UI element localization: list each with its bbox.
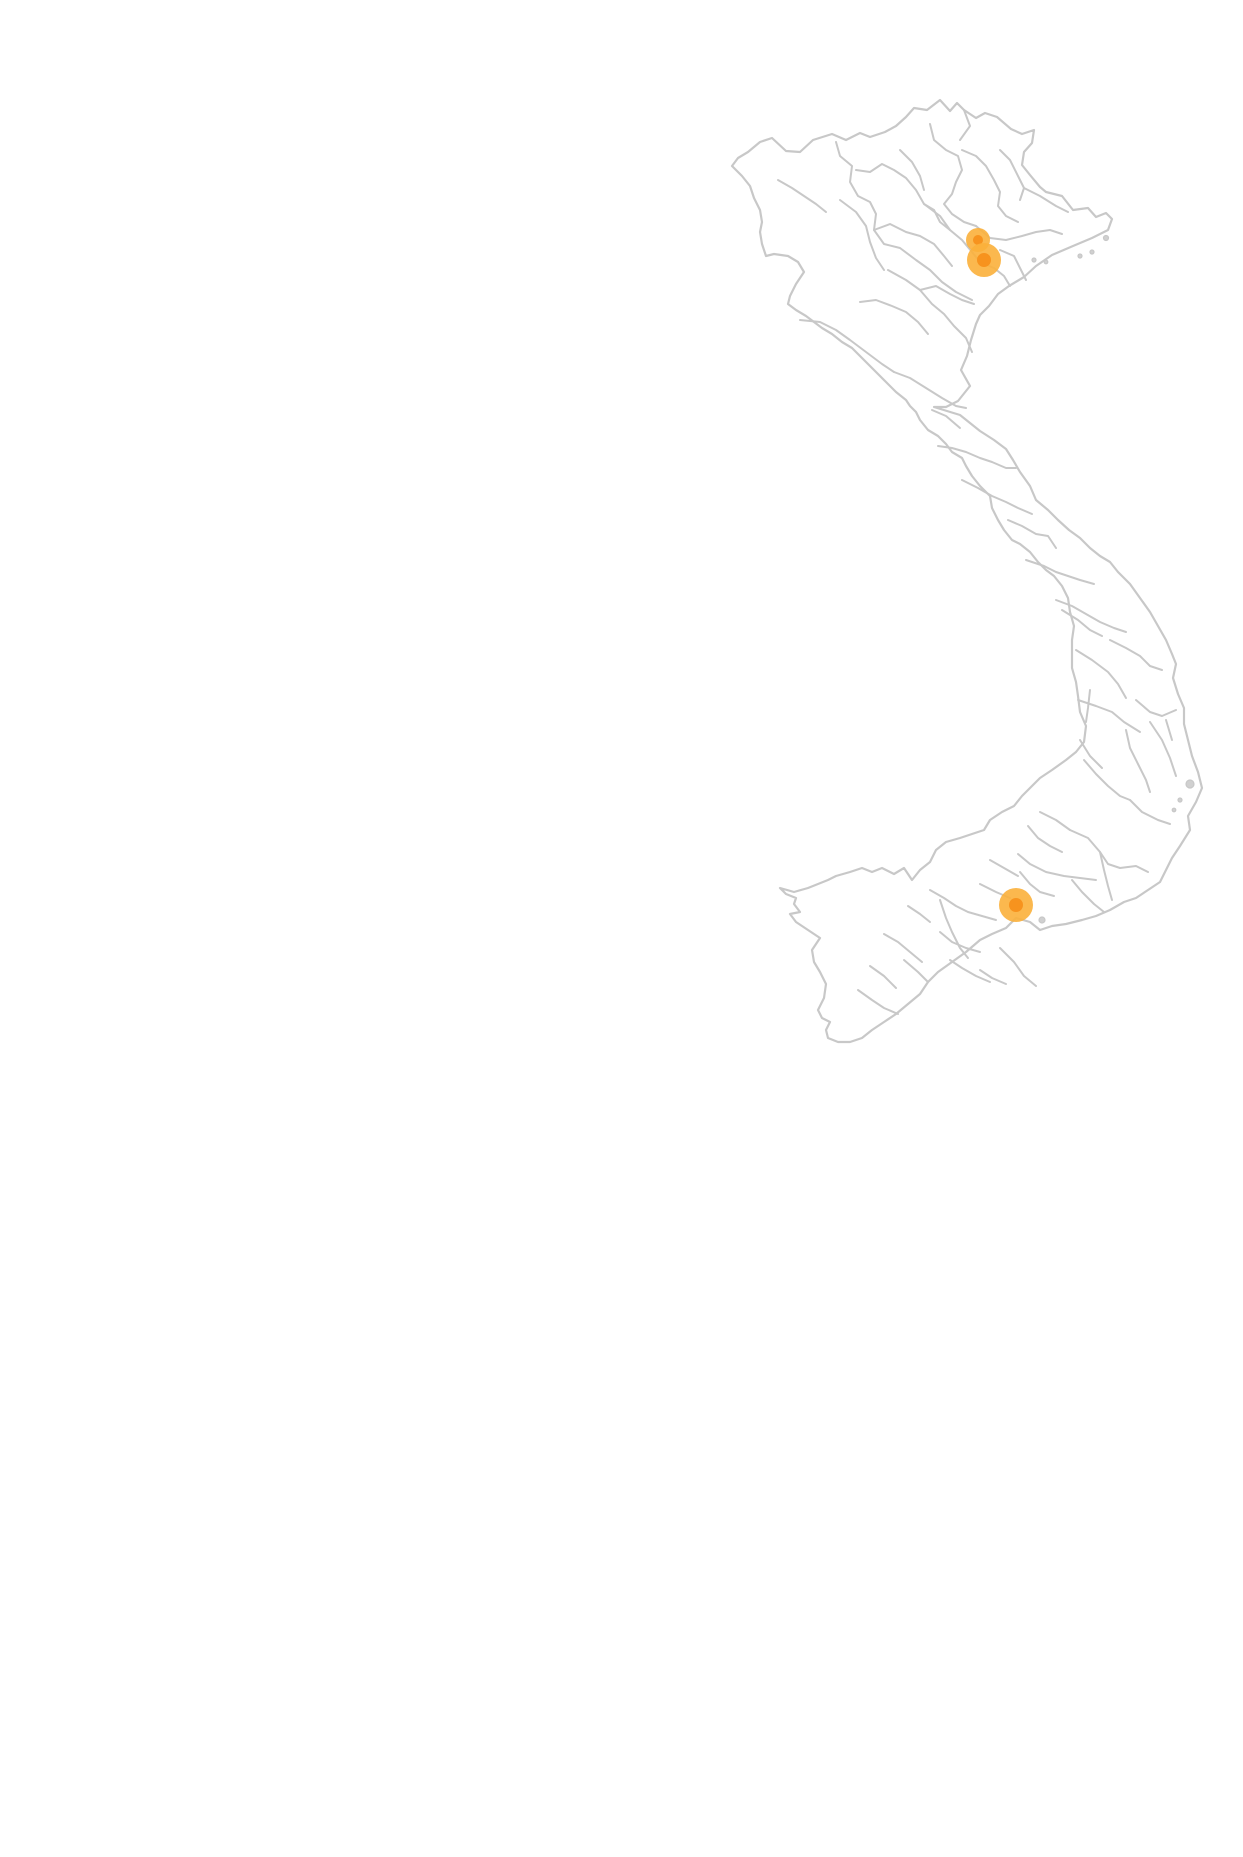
location-marker[interactable] xyxy=(967,243,1001,277)
map-markers xyxy=(966,228,1033,922)
province-borders-south xyxy=(857,811,1149,1015)
province-borders-north xyxy=(777,109,1069,409)
location-marker[interactable] xyxy=(999,888,1033,922)
coastal-islands xyxy=(1031,234,1195,924)
province-borders-central xyxy=(931,409,1177,825)
marker-dot xyxy=(973,235,983,245)
marker-dot xyxy=(1009,898,1023,912)
country-outline xyxy=(730,98,1204,1044)
marker-dot xyxy=(977,253,991,267)
